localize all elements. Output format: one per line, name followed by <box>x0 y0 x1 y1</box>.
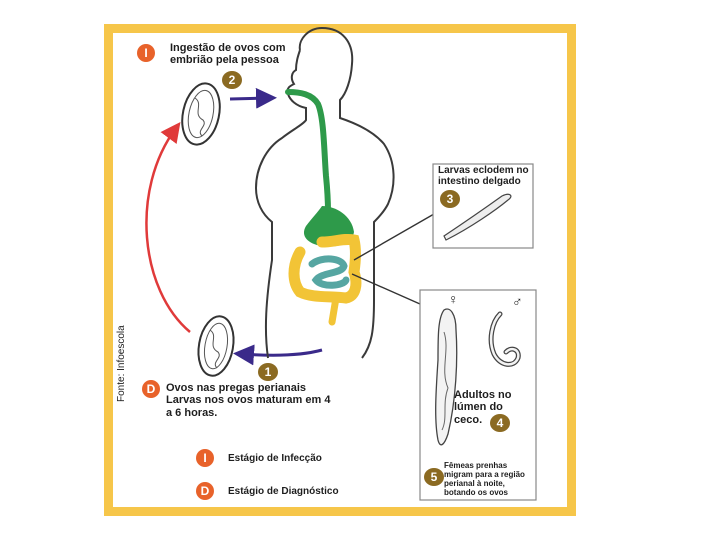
legend-infection-label: Estágio de Infecção <box>228 453 322 464</box>
larva-icon <box>443 193 512 241</box>
legend-infection-icon: I <box>196 449 214 467</box>
step-5-badge: 5 <box>424 468 444 486</box>
callout-line-larvae <box>353 213 435 261</box>
step-2-badge: 2 <box>222 71 242 89</box>
legend-diagnostic-label: Estágio de Diagnóstico <box>228 486 339 497</box>
digestive-tract <box>285 89 362 326</box>
step-3-badge: 3 <box>440 190 460 208</box>
deposit-arrow <box>233 344 323 366</box>
callout-line-adults <box>351 273 421 305</box>
badge-diagnostic-icon: D <box>142 380 160 398</box>
infection-step-label: Ingestão de ovos com embrião pela pessoa <box>170 42 286 67</box>
female-worm-icon <box>435 308 458 446</box>
human-body-icon <box>254 26 395 359</box>
diagnostic-step-label: Ovos nas pregas perianais Larvas nos ovo… <box>166 382 331 419</box>
legend-diagnostic-icon: D <box>196 482 214 500</box>
egg-icon <box>181 82 221 146</box>
adults-label: Adultos no lúmen do ceco. <box>454 389 512 426</box>
badge-infection-icon: I <box>137 44 155 62</box>
step-4-badge: 4 <box>490 414 510 432</box>
ingestion-arrow <box>229 87 277 109</box>
female-symbol-icon: ♀ <box>448 291 459 307</box>
larvae-label: Larvas eclodem no intestino delgado <box>438 165 529 188</box>
source-credit: Fonte: Infoescola <box>116 325 127 402</box>
infection-cycle-arrow <box>145 121 191 333</box>
egg-icon <box>197 315 235 377</box>
step-1-badge: 1 <box>258 363 278 381</box>
male-symbol-icon: ♂ <box>512 293 523 309</box>
migration-label: Fêmeas prenhas migram para a região peri… <box>444 461 525 497</box>
